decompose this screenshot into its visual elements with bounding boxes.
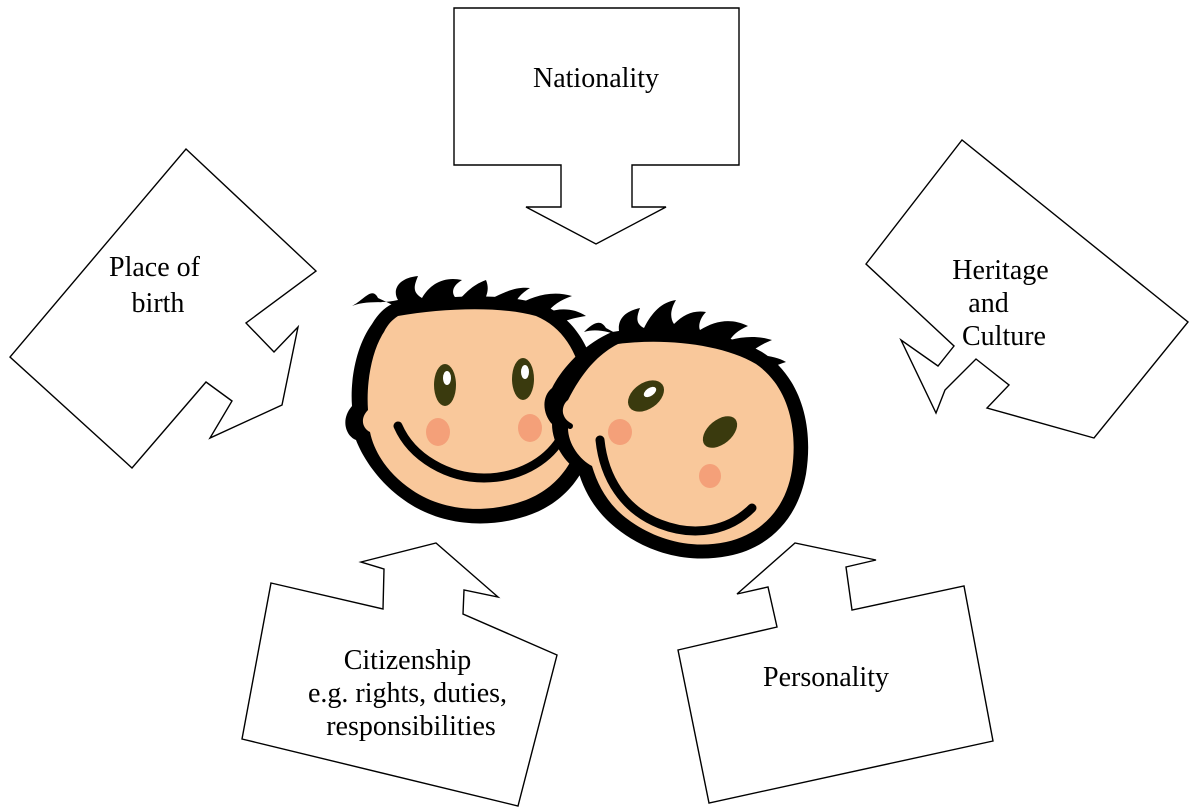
callout-place-of-birth: Place of birth — [9, 147, 318, 470]
callout-nationality: Nationality — [453, 7, 740, 245]
right-face-smile — [595, 435, 757, 536]
two-faces-icon — [345, 276, 809, 559]
right-face-ear — [556, 393, 573, 429]
callout-citizenship-line-1: Citizenship — [344, 645, 472, 676]
left-face-icon — [345, 276, 599, 524]
left-face-smile — [393, 421, 565, 483]
callout-nationality-shape — [453, 7, 740, 245]
callout-personality-text: Personality — [763, 662, 889, 693]
left-face-cheek-right — [518, 414, 542, 442]
callout-personality: Personality — [677, 542, 994, 804]
callout-nationality-text: Nationality — [533, 63, 659, 94]
right-face-cheek-right — [699, 464, 721, 488]
callout-citizenship-text: Citizenship e.g. rights, duties, respons… — [308, 645, 514, 742]
callout-personality-line-1: Personality — [763, 662, 889, 693]
callout-citizenship-line-2: e.g. rights, duties, — [308, 678, 507, 709]
right-face-icon — [544, 300, 809, 559]
callout-place-of-birth-line-2: birth — [132, 288, 185, 319]
callout-nationality-line-1: Nationality — [533, 63, 659, 94]
callout-heritage-culture-line-1: Heritage — [952, 255, 1048, 286]
right-face-eye-right — [702, 416, 738, 448]
callout-heritage-culture-text: Heritage and Culture — [952, 255, 1055, 352]
left-face-eye-right-glint — [521, 365, 529, 379]
callout-heritage-culture: Heritage and Culture — [865, 139, 1189, 439]
right-face-eye-left-glint — [643, 386, 657, 398]
callout-citizenship-shape — [241, 542, 558, 807]
left-face-eye-left-glint — [443, 371, 451, 385]
callout-heritage-culture-line-3: Culture — [962, 321, 1046, 352]
right-face-cheek-left — [608, 419, 632, 445]
callout-place-of-birth-line-1: Place of — [109, 252, 201, 283]
callout-heritage-culture-shape — [865, 139, 1189, 439]
callout-place-of-birth-text: Place of birth — [109, 252, 207, 319]
callout-place-of-birth-shape — [9, 147, 318, 470]
left-face-cheek-left — [426, 418, 450, 446]
callout-citizenship: Citizenship e.g. rights, duties, respons… — [241, 542, 558, 807]
left-face-eye-left — [434, 364, 456, 406]
left-face-eye-right — [512, 358, 534, 400]
callout-personality-shape — [677, 542, 994, 804]
callout-heritage-culture-line-2: and — [968, 288, 1008, 319]
callout-citizenship-line-3: responsibilities — [326, 711, 496, 742]
